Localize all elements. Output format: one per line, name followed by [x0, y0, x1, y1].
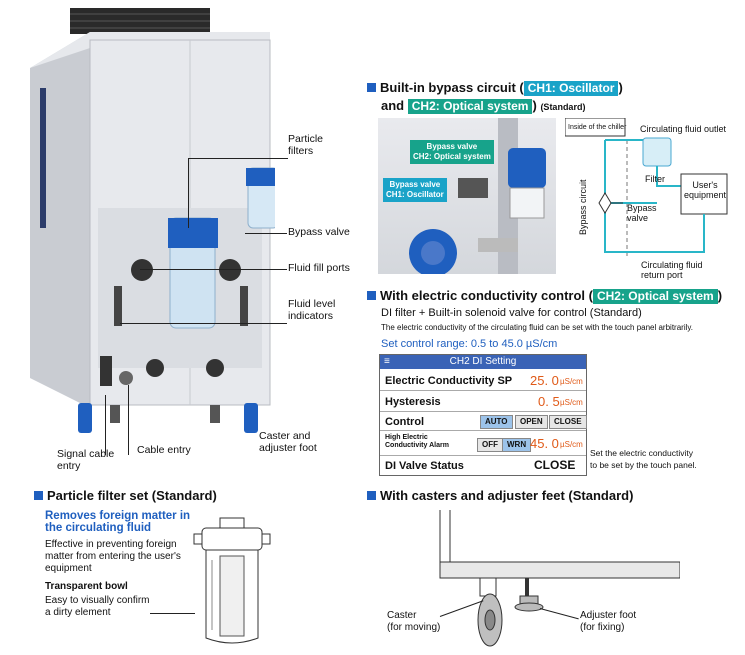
ec-sp-label: Electric Conductivity SP	[385, 375, 513, 387]
control-open-button[interactable]: OPEN	[515, 415, 548, 429]
bypass-section-title: Built-in bypass circuit (CH1: Oscillator…	[367, 80, 623, 96]
hysteresis-label: Hysteresis	[385, 396, 441, 408]
leader-line	[128, 385, 129, 455]
conductivity-section-title: With electric conductivity control (CH2:…	[367, 288, 722, 304]
conductivity-subtitle: DI filter + Built-in solenoid valve for …	[381, 307, 642, 319]
di-status-row: DI Valve Status CLOSE	[380, 456, 586, 474]
particle-desc: Effective in preventing foreign matter f…	[45, 539, 181, 574]
conductivity-desc: The electric conductivity of the circula…	[381, 323, 694, 332]
bowl-title: Transparent bowl	[45, 581, 128, 592]
leader-line	[105, 395, 106, 455]
callout-bypass-valve: Bypass valve	[288, 226, 350, 238]
control-auto-button[interactable]: AUTO	[480, 415, 513, 429]
callout-signal-cable-entry: Signal cable entry	[57, 448, 115, 472]
section-marker	[367, 291, 376, 300]
title-text: Particle filter set (Standard)	[47, 488, 217, 503]
title-text: With electric conductivity control (	[380, 288, 593, 303]
title-text: )	[717, 288, 723, 303]
caster-drawing	[430, 510, 681, 650]
alarm-wrn-button[interactable]: WRN	[502, 438, 532, 452]
section-marker	[34, 491, 43, 500]
leader-line	[150, 613, 195, 614]
tag-ch2: CH2: Optical system	[592, 289, 718, 304]
callout-fluid-level-indicators: Fluid level indicators	[288, 298, 336, 322]
caster-label: Caster (for moving)	[387, 610, 441, 633]
unit-label: µS/cm	[560, 398, 583, 407]
panel-side-note: Set the electric conductivity to be set …	[590, 448, 697, 470]
callout-caster-adjuster: Caster and adjuster foot	[259, 430, 317, 454]
title-text: Built-in bypass circuit (	[380, 80, 524, 95]
diagram-filter: Filter	[645, 174, 665, 184]
leader-line	[140, 269, 287, 270]
diagram-return-port: Circulating fluid return port	[641, 260, 703, 280]
panel-header: ≡ CH2 DI Setting	[380, 355, 586, 369]
di-status-value: CLOSE	[534, 458, 576, 472]
particle-section-title: Particle filter set (Standard)	[34, 488, 217, 503]
ec-sp-row: Electric Conductivity SP 25. 0 µS/cm	[380, 370, 586, 391]
menu-icon[interactable]: ≡	[384, 356, 390, 367]
diagram-bypass-valve: Bypass valve	[627, 203, 657, 223]
alarm-row: High Electric Conductivity Alarm OFF WRN…	[380, 431, 586, 456]
ec-sp-value[interactable]: 25. 0	[530, 373, 559, 388]
section-marker	[367, 491, 376, 500]
hysteresis-row: Hysteresis 0. 5 µS/cm	[380, 391, 586, 412]
title-text: With casters and adjuster feet (Standard…	[380, 488, 634, 503]
di-status-label: DI Valve Status	[385, 460, 464, 472]
photo-label-ch2: Bypass valve CH2: Optical system	[410, 140, 494, 164]
title-text: )	[618, 80, 623, 95]
particle-heading: Removes foreign matter in the circulatin…	[45, 510, 191, 534]
casters-section-title: With casters and adjuster feet (Standard…	[367, 488, 633, 503]
adjuster-label: Adjuster foot (for fixing)	[580, 610, 637, 633]
diagram-inside-label: Inside of the chiller	[568, 124, 627, 131]
control-label: Control	[385, 416, 425, 428]
diagram-users-equipment: User's equipment	[683, 180, 727, 200]
leader-line	[188, 158, 189, 228]
panel-title: CH2 DI Setting	[449, 356, 517, 367]
diagram-outlet: Circulating fluid outlet	[640, 124, 727, 134]
chiller-photo	[30, 8, 280, 433]
alarm-value[interactable]: 45. 0	[530, 436, 559, 451]
tag-ch1: CH1: Oscillator	[523, 81, 619, 96]
alarm-label: High Electric Conductivity Alarm	[385, 434, 449, 449]
control-row: Control AUTO OPEN CLOSE	[380, 412, 587, 431]
tag-ch2: CH2: Optical system	[407, 99, 533, 114]
filter-drawing	[192, 510, 272, 650]
title-text: )	[532, 98, 537, 113]
leader-line	[188, 158, 288, 159]
unit-label: µS/cm	[560, 440, 583, 449]
photo-label-ch1: Bypass valve CH1: Oscillator	[383, 178, 447, 202]
conductivity-range: Set control range: 0.5 to 45.0 µS/cm	[381, 338, 558, 350]
hysteresis-value[interactable]: 0. 5	[538, 394, 560, 409]
standard-label: (Standard)	[540, 102, 586, 112]
leader-line	[245, 233, 287, 234]
diagram-bypass-circuit: Bypass circuit	[578, 179, 588, 235]
bypass-section-title-line2: and CH2: Optical system) (Standard)	[381, 98, 585, 114]
callout-fluid-fill-ports: Fluid fill ports	[288, 262, 350, 274]
bypass-diagram	[564, 117, 740, 276]
di-setting-panel: ≡ CH2 DI Setting Electric Conductivity S…	[379, 354, 587, 476]
callout-particle-filters: Particle filters	[288, 133, 324, 157]
callout-cable-entry: Cable entry	[137, 444, 191, 456]
section-marker	[367, 83, 376, 92]
bowl-desc: Easy to visually confirm a dirty element	[45, 595, 150, 618]
control-close-button[interactable]: CLOSE	[549, 415, 587, 429]
leader-line	[120, 323, 287, 324]
alarm-off-button[interactable]: OFF	[477, 438, 503, 452]
title-text: and	[381, 98, 405, 113]
unit-label: µS/cm	[560, 377, 583, 386]
